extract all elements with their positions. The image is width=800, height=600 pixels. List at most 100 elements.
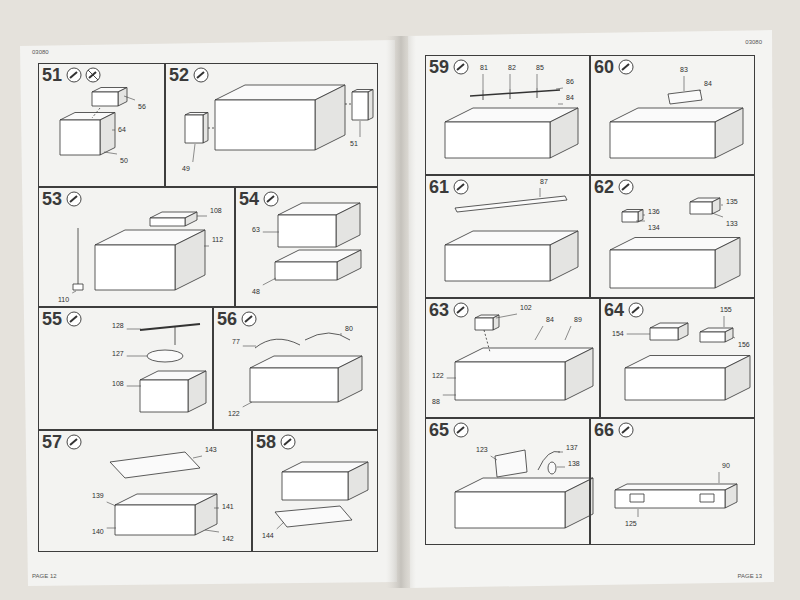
part-drawing bbox=[110, 452, 200, 478]
part-outline bbox=[352, 92, 368, 120]
part-drawing bbox=[278, 203, 360, 247]
leader-line bbox=[107, 502, 116, 506]
glue-icon bbox=[86, 68, 100, 82]
part-outline bbox=[185, 115, 203, 143]
icon-tube bbox=[245, 316, 252, 322]
part-outline bbox=[715, 238, 740, 289]
callout-number: 89 bbox=[574, 316, 582, 323]
leader-line bbox=[721, 205, 723, 206]
part-outline bbox=[725, 356, 750, 401]
part-outline bbox=[495, 450, 527, 477]
step-panel: 61 bbox=[425, 175, 590, 298]
part-outline bbox=[175, 327, 176, 345]
part-outline bbox=[550, 108, 578, 158]
icon-ring bbox=[619, 60, 633, 74]
callout-number: 154 bbox=[612, 330, 624, 337]
part-outline bbox=[336, 203, 360, 247]
part-drawing bbox=[140, 324, 200, 330]
leader-line bbox=[558, 104, 563, 105]
part-outline bbox=[60, 120, 100, 155]
callout-number: 56 bbox=[138, 103, 146, 110]
callout-number: 155 bbox=[720, 306, 732, 313]
part-outline bbox=[100, 113, 115, 156]
part-outline bbox=[700, 494, 714, 502]
leader-line bbox=[537, 74, 538, 88]
glue-icon bbox=[194, 68, 208, 82]
part-drawing bbox=[147, 350, 183, 362]
part-drawing bbox=[275, 250, 361, 280]
callout-number: 136 bbox=[648, 208, 660, 215]
callout-number: 87 bbox=[540, 178, 548, 185]
step-panel: 51 bbox=[38, 63, 165, 187]
callout-number: 142 bbox=[222, 535, 234, 542]
instruction-page: 03080PAGE 135960616263646566 bbox=[410, 34, 772, 584]
step-panel: 63 bbox=[425, 298, 600, 418]
part-drawing bbox=[475, 315, 499, 330]
part-outline bbox=[150, 218, 185, 226]
icon-ring bbox=[619, 423, 633, 437]
part-drawing bbox=[495, 450, 527, 477]
step-number: 51 bbox=[39, 64, 65, 86]
icon-tube bbox=[70, 72, 77, 78]
part-drawing bbox=[445, 231, 578, 281]
part-outline bbox=[537, 88, 538, 98]
part-outline bbox=[140, 324, 200, 330]
part-outline bbox=[215, 100, 315, 150]
leader-line bbox=[193, 144, 195, 162]
callout-number: 127 bbox=[112, 350, 124, 357]
part-outline bbox=[725, 484, 737, 508]
icon-ring bbox=[242, 312, 256, 326]
part-drawing bbox=[700, 494, 714, 502]
part-outline bbox=[625, 368, 725, 400]
part-drawing bbox=[140, 371, 206, 412]
step-number: 55 bbox=[39, 308, 65, 330]
icon-ring bbox=[264, 192, 278, 206]
leader-line bbox=[684, 76, 685, 91]
glue-icon bbox=[242, 312, 256, 326]
callout-number: 133 bbox=[726, 220, 738, 227]
part-outline bbox=[610, 250, 715, 288]
part-outline bbox=[715, 108, 743, 158]
part-drawing bbox=[60, 113, 115, 156]
callout-number: 77 bbox=[232, 338, 240, 345]
part-outline bbox=[95, 245, 175, 290]
leader-line bbox=[124, 96, 135, 100]
part-outline bbox=[147, 350, 183, 362]
step-number: 56 bbox=[214, 308, 240, 330]
part-outline bbox=[73, 284, 83, 290]
callout-number: 108 bbox=[112, 380, 124, 387]
part-outline bbox=[610, 122, 715, 158]
icon-ring bbox=[454, 423, 468, 437]
part-outline bbox=[445, 245, 550, 281]
right-page bbox=[408, 30, 774, 588]
leader-line bbox=[243, 346, 256, 347]
leader-line bbox=[510, 74, 511, 89]
callout-number: 108 bbox=[210, 207, 222, 214]
part-drawing bbox=[548, 462, 556, 474]
icon-tube bbox=[284, 439, 291, 445]
step-number: 65 bbox=[426, 419, 452, 441]
part-outline bbox=[650, 328, 678, 340]
glue-icon bbox=[454, 423, 468, 437]
callout-number: 84 bbox=[704, 80, 712, 87]
page-number: PAGE 13 bbox=[737, 573, 762, 579]
part-outline bbox=[475, 318, 493, 330]
callout-number: 82 bbox=[508, 64, 516, 71]
step-panel: 66 bbox=[590, 418, 755, 545]
icon-tube bbox=[457, 307, 464, 313]
step-panel: 64 bbox=[600, 298, 755, 418]
part-outline bbox=[278, 215, 336, 247]
leader-line bbox=[699, 90, 701, 91]
part-drawing bbox=[352, 90, 373, 121]
leader-line bbox=[447, 378, 456, 379]
part-drawing bbox=[345, 104, 352, 105]
icon-tube bbox=[457, 427, 464, 433]
leader-line bbox=[204, 246, 209, 247]
glue-icon bbox=[619, 423, 633, 437]
callout-number: 84 bbox=[546, 316, 554, 323]
icon-ring bbox=[67, 312, 81, 326]
page-number: PAGE 12 bbox=[32, 573, 57, 579]
part-outline bbox=[185, 212, 197, 226]
icon-ring bbox=[67, 192, 81, 206]
part-outline bbox=[455, 196, 567, 212]
